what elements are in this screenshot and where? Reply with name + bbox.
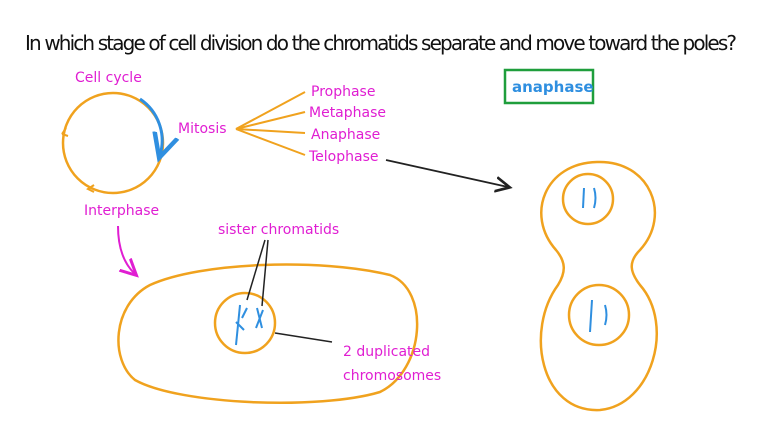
interphase-label: Interphase (84, 203, 159, 219)
mitosis-label: Mitosis (178, 121, 227, 137)
stage-telophase: Telophase (308, 149, 379, 165)
interphase-cell (117, 263, 419, 404)
chromosomes (235, 304, 264, 346)
cell-cycle-label: Cell cycle (75, 70, 142, 86)
stage-metaphase: Metaphase (309, 105, 386, 121)
duplicated-label-1: 2 duplicated (343, 344, 430, 360)
answer-text: anaphase (512, 78, 594, 96)
stage-prophase: Prophase (311, 84, 375, 100)
mitosis-branches (235, 91, 306, 156)
telophase-arrow (385, 159, 508, 187)
cell-cycle-circle (61, 91, 165, 195)
question-title: In which stage of cell division do the c… (25, 31, 737, 55)
mitosis-arc (139, 97, 162, 155)
cycle-arrow-icon (86, 184, 95, 193)
separated-chromatids (582, 187, 608, 333)
dividing-cell (539, 160, 658, 412)
answer-box (503, 68, 595, 105)
stage-anaphase: Anaphase (311, 127, 380, 143)
nucleus (213, 291, 277, 355)
duplicated-label-2: chromosomes (343, 368, 441, 384)
sister-chromatids-label: sister chromatids (218, 222, 339, 238)
interphase-arrow (117, 225, 135, 274)
cycle-arrow-icon (61, 127, 69, 137)
chromatid-pointers (246, 239, 333, 343)
daughter-nucleus-top (561, 172, 615, 226)
daughter-nucleus-bottom (567, 283, 631, 347)
